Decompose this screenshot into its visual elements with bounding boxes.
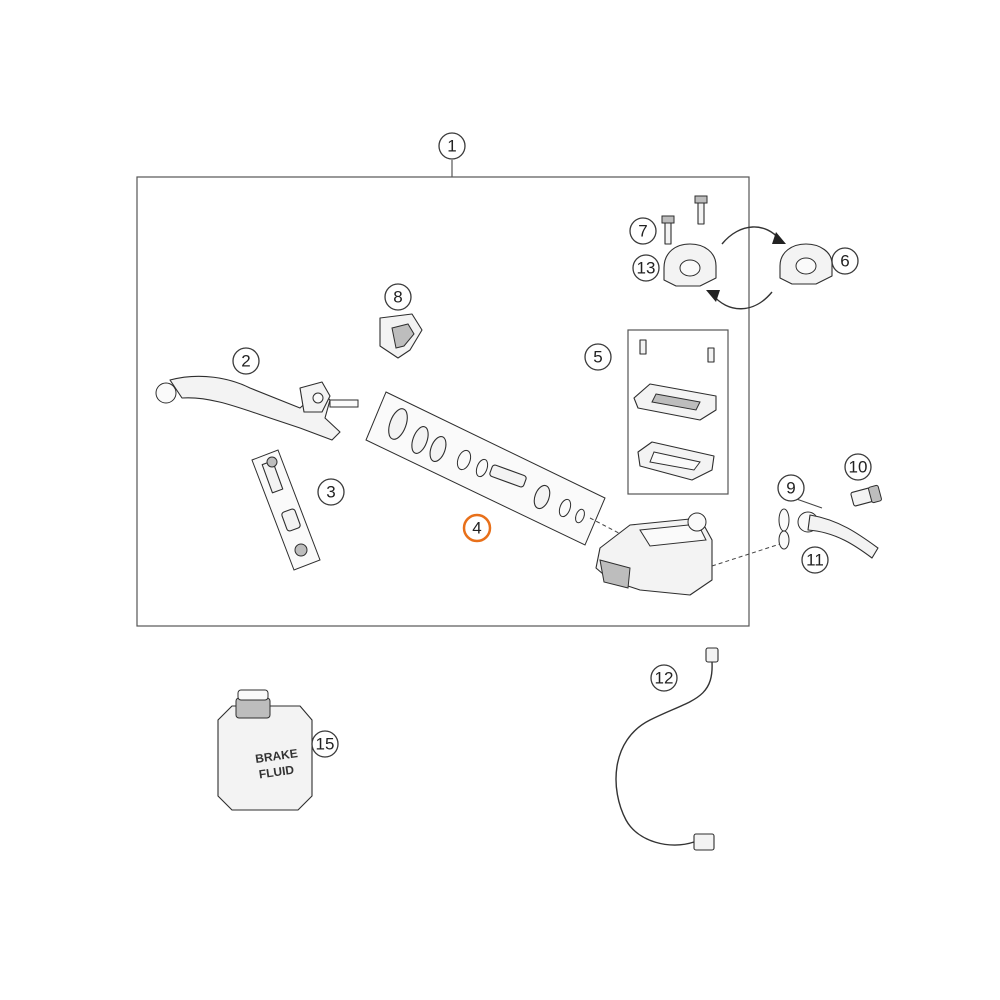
adjuster-knob-part[interactable]	[379, 313, 423, 359]
svg-text:11: 11	[806, 551, 824, 570]
brake-lever-part[interactable]	[155, 375, 359, 441]
master-cylinder-body[interactable]	[595, 512, 713, 596]
sensor-cable-part[interactable]	[615, 647, 719, 851]
svg-text:15: 15	[316, 735, 335, 754]
callout-13[interactable]: 13	[632, 254, 660, 282]
callout-1[interactable]: 1	[438, 132, 466, 160]
callout-11[interactable]: 11	[801, 546, 829, 574]
pivot-set-part[interactable]	[251, 449, 321, 571]
brake-fluid-bottle-part[interactable]: BRAKE FLUID	[217, 689, 313, 811]
callout-12[interactable]: 12	[650, 664, 678, 692]
svg-text:4: 4	[472, 519, 481, 538]
clamp-bolts-part[interactable]	[661, 195, 708, 245]
piston-to-body-dashes	[589, 517, 633, 541]
svg-text:5: 5	[593, 348, 602, 367]
callout-9[interactable]: 9	[777, 474, 805, 502]
assembly-frame	[136, 176, 750, 627]
svg-text:6: 6	[840, 252, 849, 271]
svg-text:9: 9	[786, 479, 795, 498]
clamp-13-part[interactable]	[663, 243, 717, 287]
reservoir-cover-set-part[interactable]	[627, 329, 729, 495]
callout-2[interactable]: 2	[232, 347, 260, 375]
swap-arrows-icon	[706, 226, 786, 310]
svg-text:12: 12	[655, 669, 674, 688]
svg-text:10: 10	[849, 458, 868, 477]
callout-10[interactable]: 10	[844, 453, 872, 481]
callout-6[interactable]: 6	[831, 247, 859, 275]
banjo-bolt-part[interactable]	[850, 484, 882, 507]
bottle-label-line2: FLUID	[258, 763, 295, 782]
bottle-label-line1: BRAKE	[254, 746, 298, 766]
clamp-6-part[interactable]	[779, 243, 833, 285]
svg-text:2: 2	[241, 352, 250, 371]
svg-text:1: 1	[447, 137, 456, 156]
svg-text:7: 7	[638, 222, 647, 241]
svg-text:8: 8	[393, 288, 402, 307]
body-to-banjo-dashes	[711, 543, 781, 567]
svg-text:3: 3	[326, 483, 335, 502]
callout-5[interactable]: 5	[584, 343, 612, 371]
brake-line-part[interactable]	[797, 511, 879, 559]
piston-kit-part[interactable]	[365, 391, 606, 546]
callout-4[interactable]: 4	[462, 513, 492, 543]
svg-text:13: 13	[637, 259, 656, 278]
callout-3[interactable]: 3	[317, 478, 345, 506]
callout-8[interactable]: 8	[384, 283, 412, 311]
callout-7[interactable]: 7	[629, 217, 657, 245]
callout-15[interactable]: 15	[311, 730, 339, 758]
